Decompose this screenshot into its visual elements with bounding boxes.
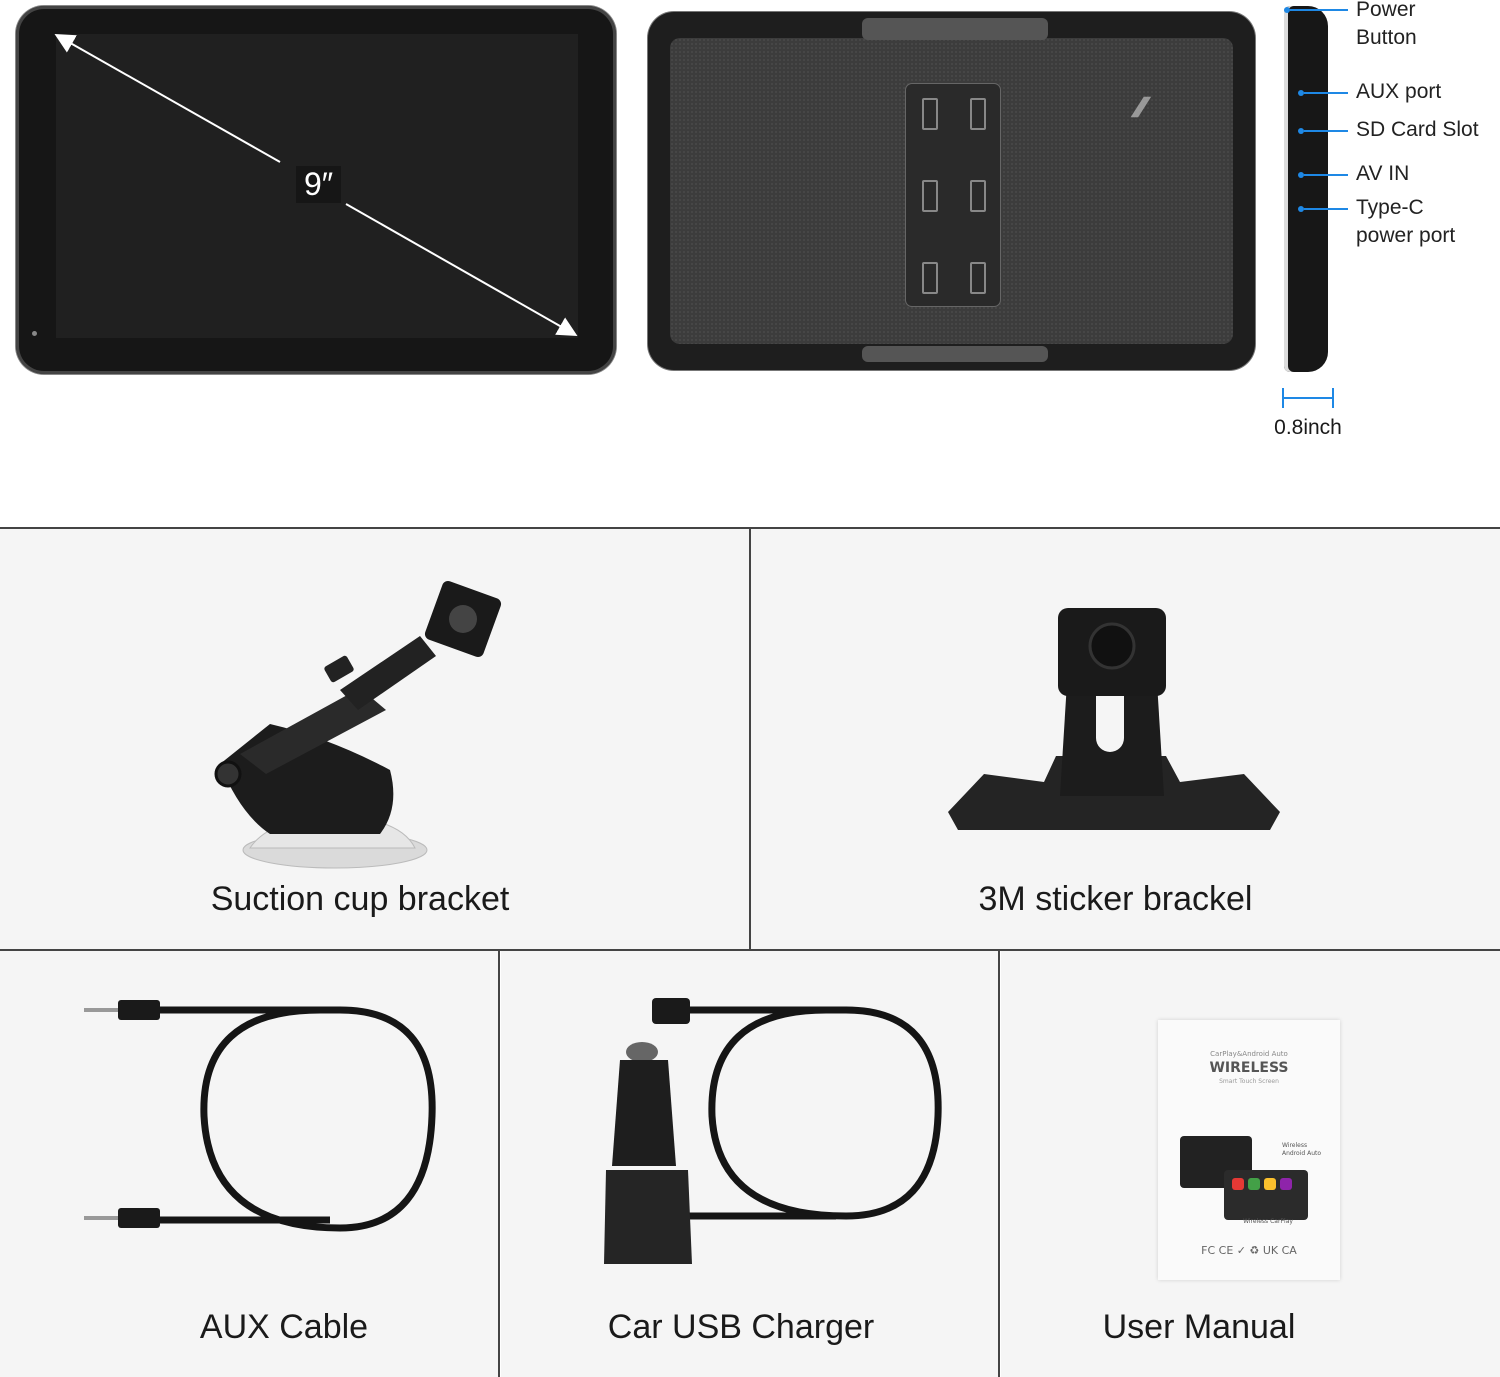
aux-port-label: AUX port <box>1356 80 1442 103</box>
manual-device-photo <box>1224 1170 1308 1220</box>
user-manual-image: CarPlay&Android Auto WIRELESS Smart Touc… <box>1158 1020 1340 1280</box>
manual-cert-marks: FC CE ✓ ♻ UK CA <box>1201 1244 1297 1257</box>
port-leader-line <box>1304 208 1348 210</box>
av-in-label: AV IN <box>1356 162 1410 185</box>
aux-cable-caption: AUX Cable <box>199 1308 369 1346</box>
manual-title: WIRELESS <box>1209 1060 1289 1076</box>
port-marker <box>1284 7 1290 13</box>
accessory-cell-suction <box>0 528 749 949</box>
diagonal-size-arrow <box>54 34 578 336</box>
user-manual-caption: User Manual <box>1102 1308 1296 1346</box>
divider <box>0 949 1500 951</box>
top-clip <box>862 18 1048 40</box>
port-marker <box>1298 172 1304 178</box>
aux-cable-image <box>84 1000 436 1232</box>
suction-cup-bracket-image <box>214 580 502 869</box>
sd-card-slot-label: SD Card Slot <box>1356 118 1479 141</box>
car-usb-charger-caption: Car USB Charger <box>607 1308 875 1346</box>
divider <box>998 950 1000 1377</box>
device-side-view <box>1284 6 1328 372</box>
mount-slot <box>922 180 938 212</box>
manual-tag-carplay: Wireless CarPlay <box>1243 1218 1293 1225</box>
port-marker <box>1298 128 1304 134</box>
bottom-clip <box>862 346 1048 362</box>
type-c-port-label: Type-C power port <box>1356 196 1456 247</box>
front-sensor <box>32 331 37 336</box>
manual-subtitle: Smart Touch Screen <box>1219 1078 1279 1085</box>
mount-slot <box>970 180 986 212</box>
port-leader-line <box>1304 130 1348 132</box>
screen-size-label: 9″ <box>296 166 342 203</box>
mount-plate <box>906 84 1000 306</box>
thickness-label: 0.8inch <box>1274 416 1342 439</box>
port-leader-line <box>1304 174 1348 176</box>
port-marker <box>1298 90 1304 96</box>
mount-slot <box>970 262 986 294</box>
port-marker <box>1298 206 1304 212</box>
divider <box>498 950 500 1377</box>
port-leader-line <box>1290 9 1348 11</box>
sticker-bracket-caption: 3M sticker brackel <box>978 880 1253 918</box>
mount-slot <box>970 98 986 130</box>
divider <box>749 528 751 949</box>
car-usb-charger-image <box>604 998 942 1264</box>
mount-slot <box>922 262 938 294</box>
mount-slot <box>922 98 938 130</box>
manual-tag-android: Wireless Android Auto <box>1282 1142 1322 1157</box>
sticker-bracket-image <box>948 608 1280 830</box>
manual-header: CarPlay&Android Auto <box>1210 1050 1288 1058</box>
thickness-dimension <box>1282 388 1334 408</box>
port-leader-line <box>1304 92 1348 94</box>
accessory-cell-charger <box>501 951 999 1377</box>
device-back-view: //// <box>648 12 1255 370</box>
suction-cup-bracket-caption: Suction cup bracket <box>210 880 510 918</box>
power-button-label: Power Button <box>1356 0 1417 49</box>
